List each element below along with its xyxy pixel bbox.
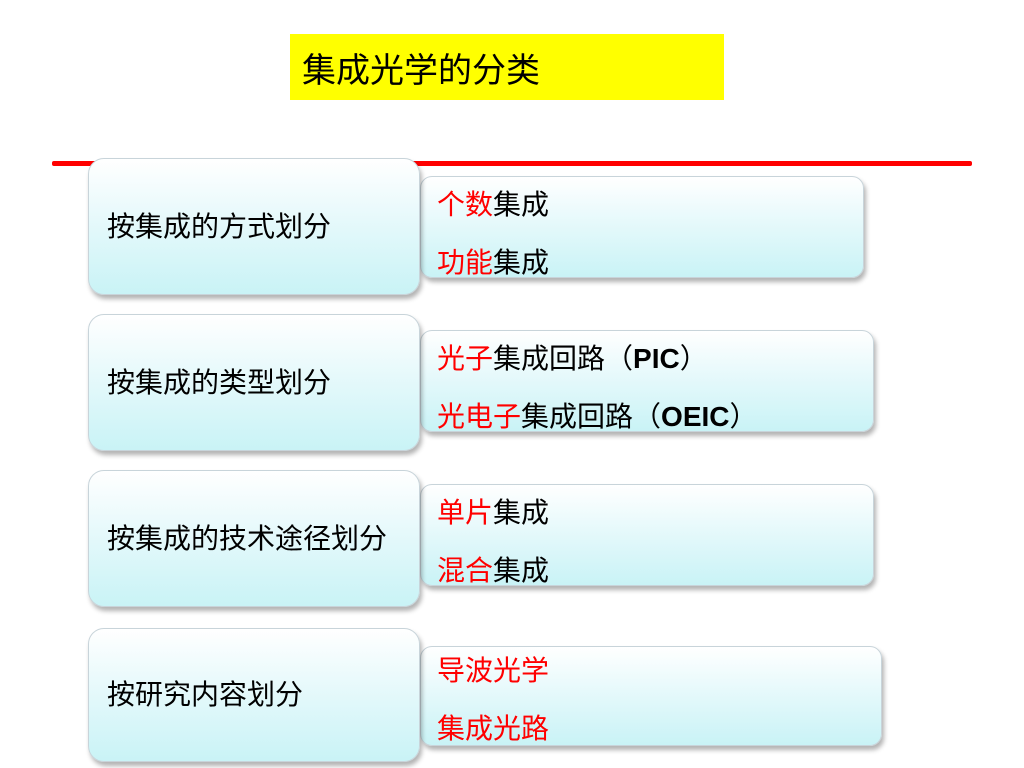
sub-items-box-type: 光子集成回路（PIC） 光电子集成回路（OEIC） (420, 330, 874, 433)
category-label: 按研究内容划分 (107, 678, 304, 711)
sub-items-box-method: 个数集成 功能集成 (420, 176, 864, 279)
sub-items-box-technique: 单片集成 混合集成 (420, 484, 874, 587)
sub-item: 个数集成 (437, 188, 550, 221)
sub-item: 光电子集成回路（OEIC） (437, 400, 758, 433)
slide-title: 集成光学的分类 (290, 34, 724, 100)
sub-item: 光子集成回路（PIC） (437, 342, 708, 375)
category-box-type: 按集成的类型划分 (88, 314, 420, 451)
category-box-research: 按研究内容划分 (88, 628, 420, 762)
category-box-method: 按集成的方式划分 (88, 158, 420, 295)
category-box-technique: 按集成的技术途径划分 (88, 470, 420, 607)
sub-item: 导波光学 (437, 654, 550, 687)
sub-items-box-research: 导波光学 集成光路 (420, 646, 882, 746)
sub-item: 功能集成 (437, 246, 550, 279)
category-label: 按集成的方式划分 (107, 209, 332, 243)
sub-item: 单片集成 (437, 496, 550, 529)
category-label: 按集成的技术途径划分 (107, 521, 388, 555)
red-divider-line (52, 161, 972, 166)
sub-item: 混合集成 (437, 554, 550, 587)
sub-item: 集成光路 (437, 712, 550, 745)
category-label: 按集成的类型划分 (107, 365, 332, 399)
